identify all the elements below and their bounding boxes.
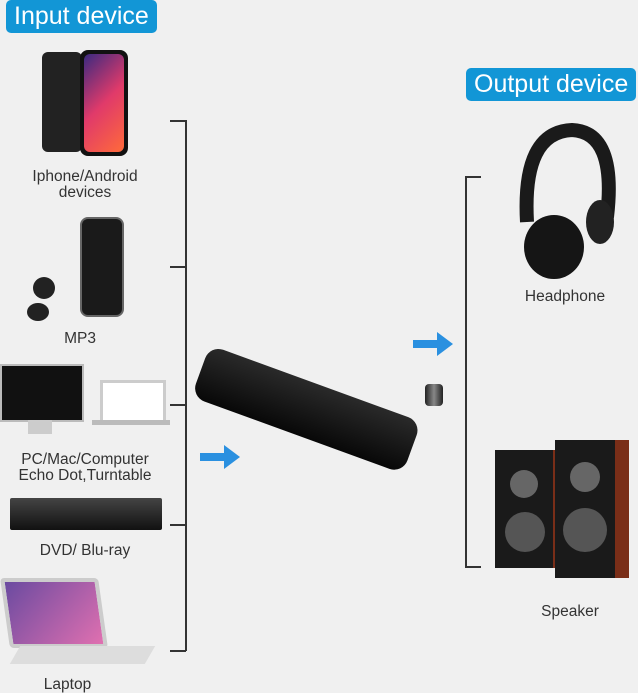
- arrow-right-icon: [413, 332, 453, 356]
- input-bracket: [185, 120, 187, 651]
- input-label-mp3: MP3: [64, 330, 96, 347]
- input-device-title: Input device: [6, 0, 157, 33]
- bracket-tick: [170, 524, 186, 526]
- bracket-tick: [170, 266, 186, 268]
- speaker-icon: [495, 440, 635, 580]
- output-label-headphone: Headphone: [524, 288, 606, 305]
- bracket-tick: [170, 404, 186, 406]
- input-label-computer: PC/Mac/Computer Echo Dot,Turntable: [18, 451, 152, 484]
- volume-knob: [425, 384, 443, 406]
- input-label-laptop: Laptop: [43, 676, 92, 693]
- bracket-tick: [465, 176, 481, 178]
- bracket-tick: [170, 120, 186, 122]
- input-label-dvd: DVD/ Blu-ray: [39, 542, 131, 559]
- smartphone-icon: [40, 50, 130, 158]
- headphone-icon: [519, 122, 616, 279]
- arrow-right-icon: [200, 445, 240, 469]
- output-device-title: Output device: [466, 68, 637, 101]
- laptop-icon: [0, 578, 156, 670]
- output-label-speaker: Speaker: [541, 603, 599, 620]
- computer-icon: [0, 362, 170, 440]
- bracket-tick: [465, 566, 481, 568]
- output-bracket: [465, 176, 467, 568]
- mp3-player-icon: [25, 215, 125, 321]
- bracket-tick: [170, 650, 186, 652]
- input-label-phone: Iphone/Android devices: [32, 168, 138, 201]
- dvd-player-icon: [10, 498, 162, 530]
